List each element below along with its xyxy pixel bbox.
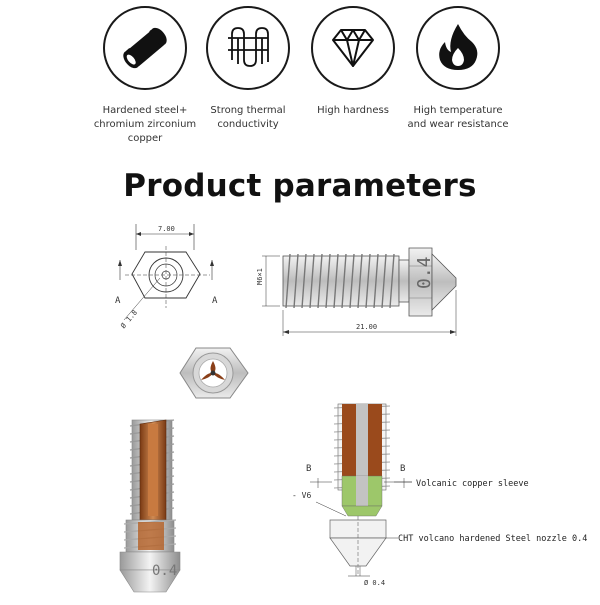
thread-dimension: M6×1: [256, 268, 264, 285]
side-view-drawing: 0.4 M6×1 21.00: [256, 247, 457, 336]
section-label: A: [212, 296, 218, 306]
feature-circle: [103, 6, 187, 90]
section-label: B: [306, 464, 311, 474]
section-label: B: [400, 464, 405, 474]
tip-dimension: Ø 0.4: [364, 579, 385, 587]
hex-end-render: [179, 347, 249, 399]
bore-dimension: Ø 1.8: [119, 309, 139, 330]
feature-line1: Strong thermal: [210, 105, 286, 116]
flame-icon: [439, 24, 478, 70]
feature-temperature: High temperature and wear resistance: [393, 6, 523, 132]
feature-circle: [206, 6, 290, 90]
page-title: Product parameters: [123, 168, 477, 204]
feature-hardened-steel: Hardened steel+ chromium zirconium coppe…: [80, 6, 210, 146]
feature-circle: [416, 6, 500, 90]
nozzle-size-marking: 0.4: [414, 256, 435, 289]
width-dimension: 7.00: [158, 225, 175, 233]
diamond-icon: [332, 29, 374, 67]
thermal-coil-icon: [228, 27, 269, 67]
drawing-canvas: 7.00 A A Ø 1.8: [115, 224, 587, 593]
feature-line2: conductivity: [217, 119, 279, 130]
feature-hardness: High hardness: [288, 6, 418, 118]
section-label: A: [115, 296, 121, 306]
feature-row: Hardened steel+ chromium zirconium coppe…: [0, 0, 600, 144]
sleeve-callout: Volcanic copper sleeve: [416, 479, 529, 489]
feature-line1: Hardened steel+: [102, 105, 188, 116]
feature-thermal: Strong thermal conductivity: [183, 6, 313, 132]
section-view-drawing: B B - V6 Volcanic copper sleeve CHT volc…: [292, 403, 587, 587]
feature-circle: [311, 6, 395, 90]
feature-line1: High temperature: [413, 105, 503, 116]
feature-line2: chromium zirconium copper: [93, 119, 197, 144]
length-dimension: 21.00: [356, 323, 377, 331]
cutaway-render: 0.4: [119, 419, 181, 593]
cutaway-size-marking: 0.4: [152, 563, 177, 579]
feature-line2: and wear resistance: [407, 119, 509, 130]
feature-line1: High hardness: [317, 105, 389, 116]
nozzle-callout: CHT volcano hardened Steel nozzle 0.4: [398, 534, 587, 544]
technical-drawings: 7.00 A A Ø 1.8: [0, 220, 600, 600]
end-view-drawing: 7.00 A A Ø 1.8: [115, 224, 218, 330]
angle-dimension: - V6: [292, 491, 311, 500]
steel-rod-icon: [123, 27, 167, 69]
